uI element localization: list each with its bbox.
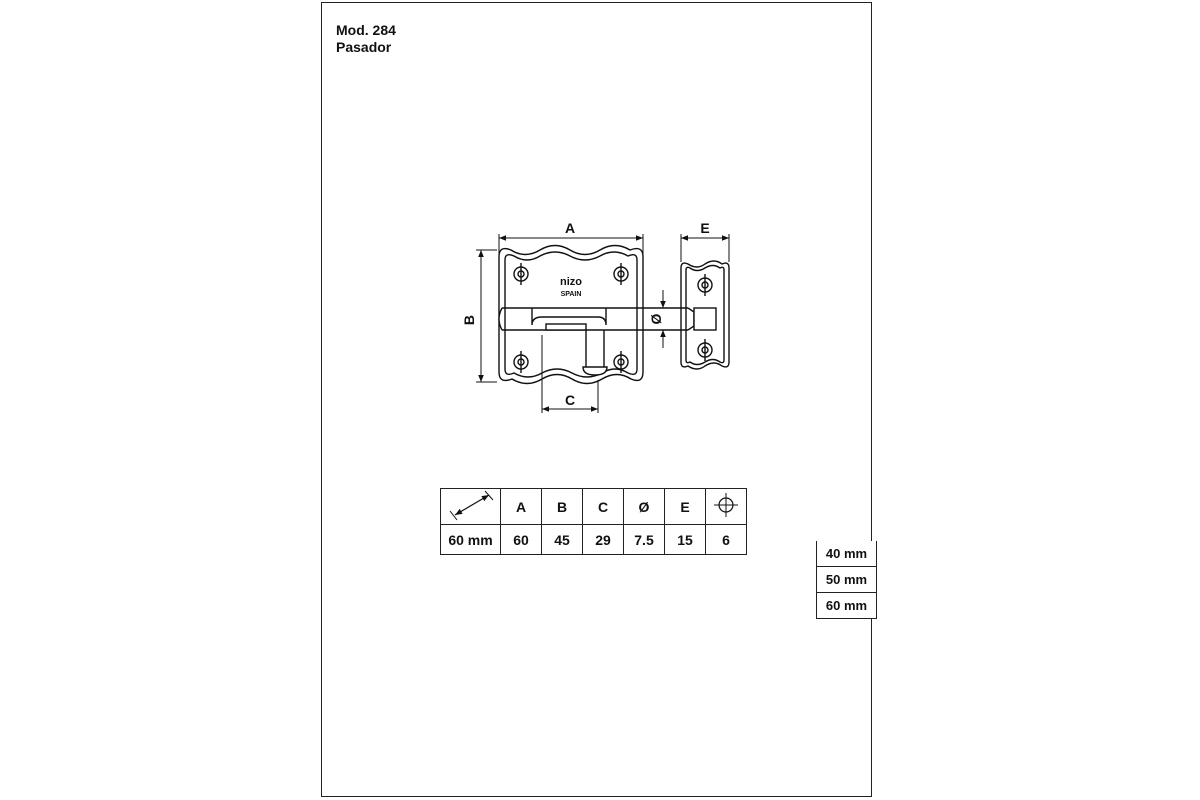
diagonal-size-arrow-icon <box>449 490 493 521</box>
table-header-row: A B C Ø E <box>440 488 747 525</box>
keeper-plate <box>680 260 730 370</box>
dimension-b-label: B <box>461 315 477 325</box>
size-option-40[interactable]: 40 mm <box>817 541 876 567</box>
dimension-c-label: C <box>565 392 575 408</box>
header-b: B <box>541 488 583 525</box>
dimension-a-label: A <box>565 220 575 236</box>
bolt-bracket <box>531 308 607 326</box>
header-diameter: Ø <box>623 488 665 525</box>
title-block: Mod. 284 Pasador <box>336 22 396 56</box>
header-screw <box>705 488 747 525</box>
value-diameter: 7.5 <box>623 524 665 555</box>
value-a: 60 <box>500 524 542 555</box>
value-c: 29 <box>582 524 624 555</box>
specification-table: A B C Ø E 60 mm 60 45 29 7.5 15 6 <box>440 488 747 555</box>
front-plate-inner <box>504 251 638 378</box>
header-c: C <box>582 488 624 525</box>
product-name: Pasador <box>336 39 392 55</box>
screw-holes-keeper <box>697 274 713 361</box>
model-number: Mod. 284 <box>336 22 396 38</box>
dimension-diameter-label: Ø <box>648 313 664 324</box>
origin-mark: SPAIN <box>561 291 582 298</box>
size-cell: 60 mm <box>440 524 501 555</box>
size-header-cell <box>440 488 501 525</box>
brand-logo: nizo <box>560 276 582 288</box>
value-e: 15 <box>664 524 706 555</box>
size-option-60[interactable]: 60 mm <box>817 593 876 619</box>
screw-holes-front <box>513 263 629 373</box>
value-screw: 6 <box>705 524 747 555</box>
drawing-sheet <box>321 2 872 797</box>
header-e: E <box>664 488 706 525</box>
bolt-handle <box>585 330 605 368</box>
dimension-e-label: E <box>700 220 709 236</box>
table-row: 60 mm 60 45 29 7.5 15 6 <box>440 524 747 555</box>
screw-hole-icon <box>714 493 738 517</box>
size-option-50[interactable]: 50 mm <box>817 567 876 593</box>
size-selector: 40 mm 50 mm 60 mm <box>816 541 877 619</box>
header-a: A <box>500 488 542 525</box>
value-b: 45 <box>541 524 583 555</box>
bolt-rod <box>498 307 688 331</box>
